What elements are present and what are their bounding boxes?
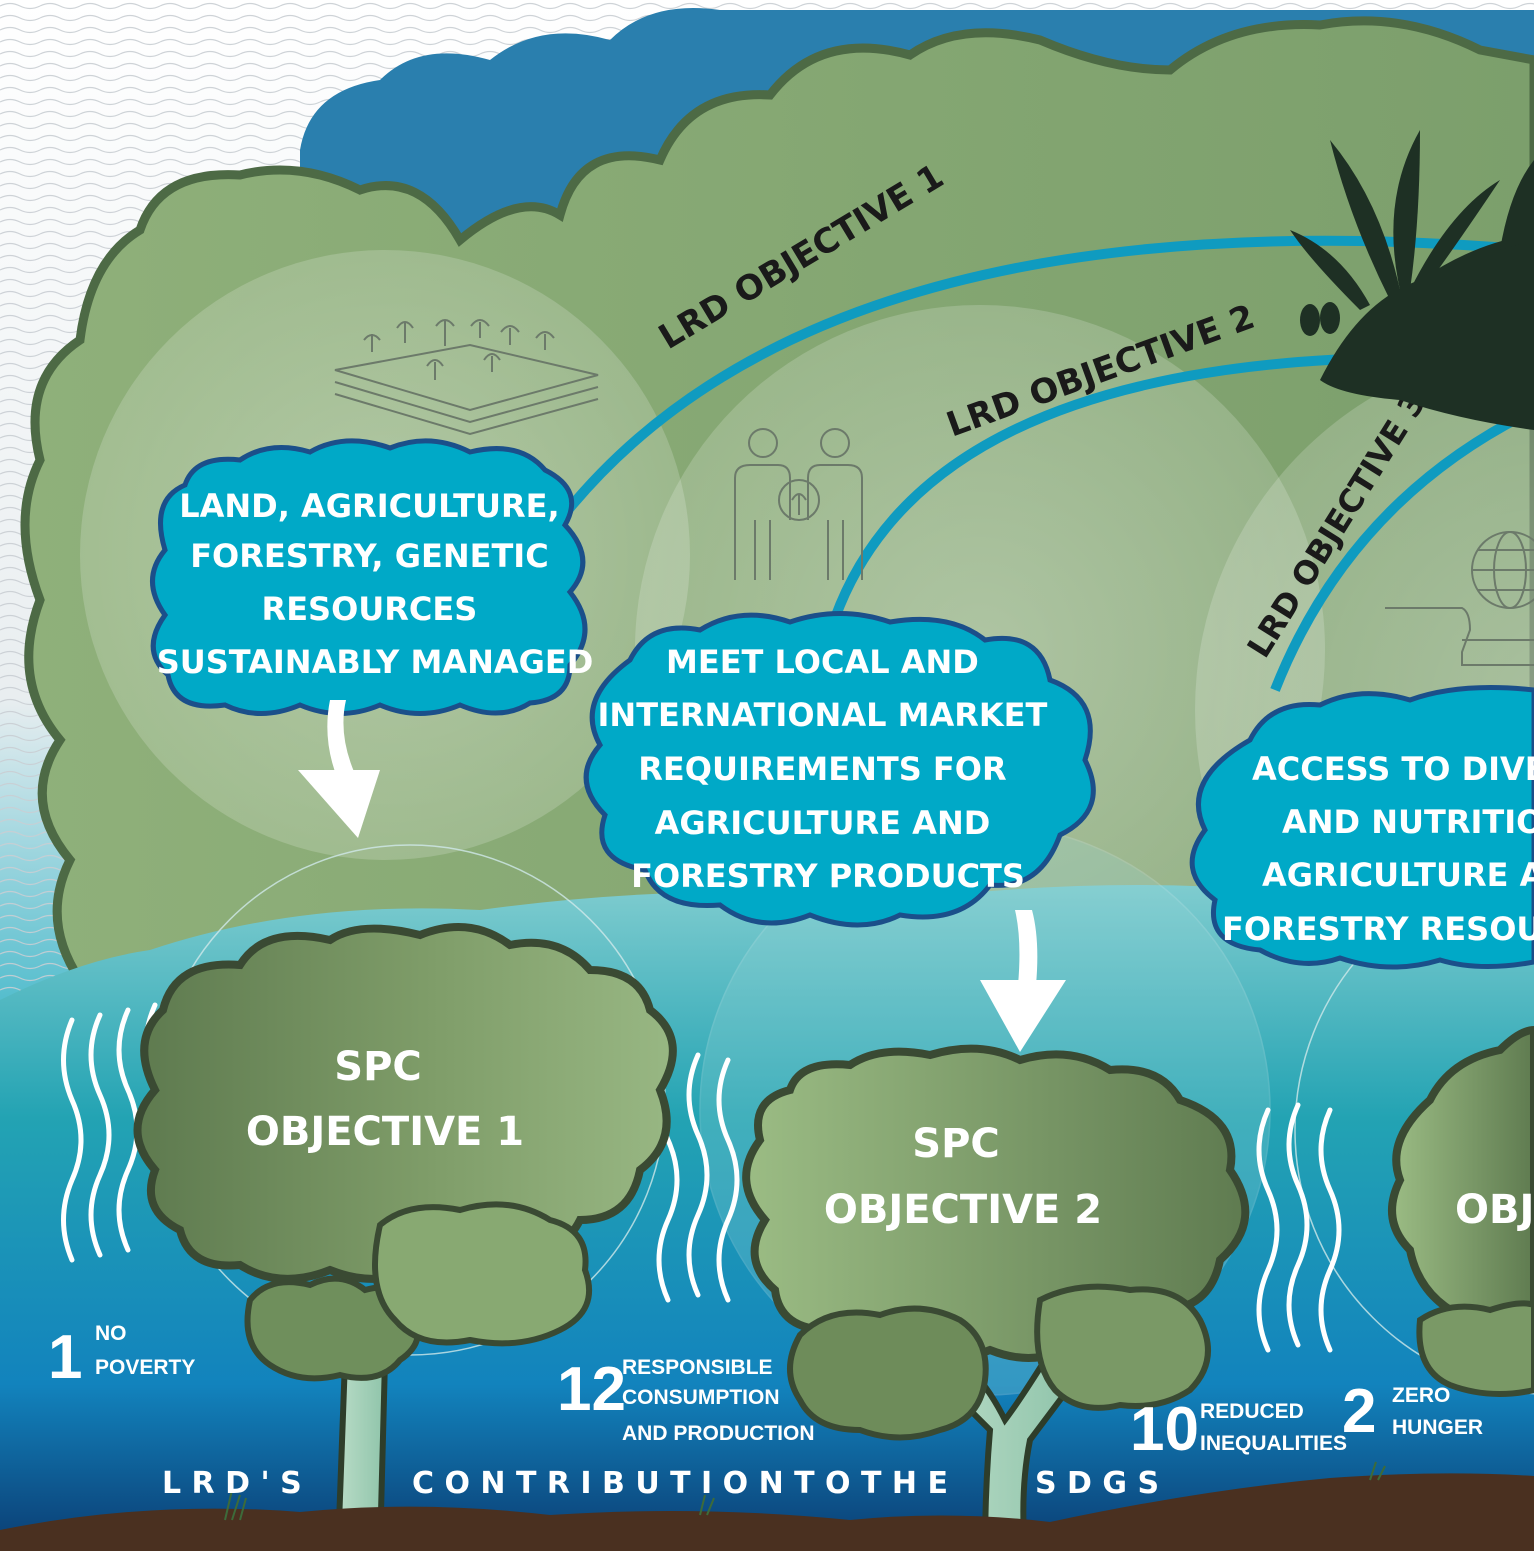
outcome-2-text: MEET LOCAL AND INTERNATIONAL MARKET REQU…: [598, 643, 1059, 895]
outcome-bubble-2: [583, 611, 1096, 928]
sdg-circle-3: [1294, 865, 1534, 1395]
sdg-title-line: REDUCED: [1200, 1400, 1304, 1423]
globe-hand-icon: [1385, 531, 1534, 666]
outcome-3-text: ACCESS TO DIVER AND NUTRITIOU AGRICULTUR…: [1222, 750, 1534, 948]
spc-objective-1-label: SPC OBJECTIVE 1: [246, 1044, 524, 1155]
soil-ground: [0, 1473, 1534, 1551]
sdg-title-line: ZERO: [1392, 1384, 1450, 1407]
outcome-2-line: INTERNATIONAL MARKET: [598, 696, 1048, 734]
outcome-1-line: LAND, AGRICULTURE,: [179, 487, 559, 525]
outcome-2-line: MEET LOCAL AND: [666, 643, 979, 681]
sdg-title: NO POVERTY: [95, 1322, 195, 1379]
outcome-3-line: AGRICULTURE A: [1262, 856, 1534, 894]
sdg-1-label: 1 NO POVERTY: [48, 1322, 195, 1392]
outcome-bubble-3: [1189, 685, 1534, 970]
spc-objective-2-line: SPC: [912, 1121, 999, 1167]
outcome-3-line: FORESTRY RESOU: [1222, 910, 1534, 948]
sdg-title-line: CONSUMPTION: [622, 1386, 780, 1409]
outcome-3-line: ACCESS TO DIVER: [1252, 750, 1534, 788]
outcome-2-line: FORESTRY PRODUCTS: [631, 857, 1025, 895]
spc-objective-2-line: OBJECTIVE 2: [824, 1187, 1102, 1233]
sdg-title: REDUCED INEQUALITIES: [1200, 1400, 1347, 1455]
sdg-number: 2: [1342, 1377, 1376, 1446]
sdg-number: 10: [1130, 1395, 1199, 1464]
footer-contribution: C O N T R I B U T I O N T O T H E: [412, 1466, 948, 1501]
spc-objective-1-line: OBJECTIVE 1: [246, 1109, 524, 1155]
sdg-title-line: HUNGER: [1392, 1416, 1483, 1439]
sdg-title: RESPONSIBLE CONSUMPTION AND PRODUCTION: [622, 1356, 815, 1445]
sdg-title-line: POVERTY: [95, 1356, 195, 1379]
sdg-title-line: INEQUALITIES: [1200, 1432, 1347, 1455]
outcome-1-text: LAND, AGRICULTURE, FORESTRY, GENETIC RES…: [157, 487, 594, 681]
outcome-1-line: RESOURCES: [262, 590, 478, 628]
spc-tree-3: [1388, 1025, 1534, 1397]
spc-objective-3-line: OBJ: [1455, 1187, 1534, 1233]
arrow-down-icon: [980, 910, 1066, 1052]
footer-sdgs: S D G S: [1035, 1466, 1159, 1501]
sdg-12-label: 12 RESPONSIBLE CONSUMPTION AND PRODUCTIO…: [557, 1355, 815, 1445]
sdg-2-label: 2 ZERO HUNGER: [1342, 1377, 1483, 1446]
outcome-1-line: FORESTRY, GENETIC: [190, 537, 548, 575]
outcome-2-line: REQUIREMENTS FOR: [638, 750, 1006, 788]
footer-lrds: L R D ' S: [162, 1466, 302, 1501]
seedlings-field-icon: [334, 319, 599, 436]
lrd-objective-3-arc: [1270, 405, 1534, 692]
spc-objective-3-label: OBJ: [1455, 1187, 1534, 1233]
lrd-objective-1-arc: [556, 235, 1534, 524]
spc-tree-2: [742, 1044, 1250, 1551]
sdg-title-line: AND PRODUCTION: [622, 1422, 815, 1445]
spc-tree-1: [133, 923, 677, 1551]
outcome-1-line: SUSTAINABLY MANAGED: [157, 643, 594, 681]
outcome-bubble-1: [150, 438, 588, 716]
sdg-10-label: 10 REDUCED INEQUALITIES: [1130, 1395, 1347, 1464]
spc-objective-2-label: SPC OBJECTIVE 2: [824, 1121, 1102, 1233]
arrow-down-icon: [298, 700, 380, 838]
banana-plant-icon: [1290, 130, 1534, 430]
outcome-2-line: AGRICULTURE AND: [655, 804, 991, 842]
outcome-3-line: AND NUTRITIOU: [1282, 803, 1534, 841]
sdg-number: 1: [48, 1323, 82, 1392]
sdg-number: 12: [557, 1355, 626, 1424]
sdg-title-line: NO: [95, 1322, 127, 1345]
grass-tufts: [224, 1461, 1386, 1521]
people-exchange-icon: [734, 428, 863, 580]
sdg-title: ZERO HUNGER: [1392, 1384, 1483, 1439]
sdg-title-line: RESPONSIBLE: [622, 1356, 773, 1379]
spc-objective-1-line: SPC: [334, 1044, 421, 1090]
